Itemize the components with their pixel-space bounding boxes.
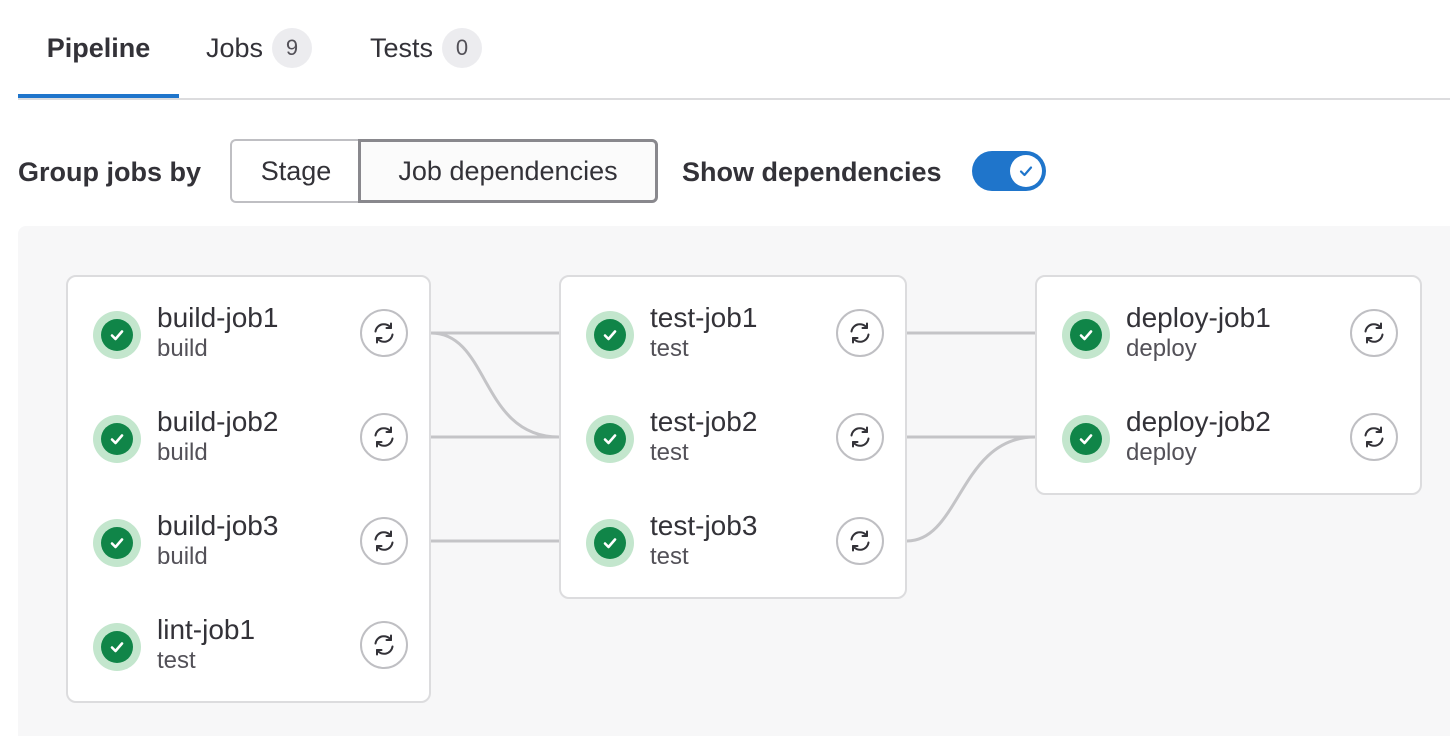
retry-icon bbox=[374, 634, 394, 656]
tab-tests[interactable]: Tests 0 bbox=[370, 0, 483, 96]
check-circle-icon bbox=[93, 415, 141, 463]
check-circle-icon bbox=[1062, 415, 1110, 463]
tab-pipeline-label: Pipeline bbox=[46, 32, 151, 63]
job-name: test-job3 bbox=[650, 510, 758, 541]
job-stage: deploy bbox=[1126, 439, 1197, 466]
retry-button[interactable] bbox=[360, 517, 408, 565]
check-circle-icon bbox=[1062, 311, 1110, 359]
check-circle-icon bbox=[586, 415, 634, 463]
job-name: lint-job1 bbox=[157, 614, 256, 645]
check-icon bbox=[1079, 434, 1093, 445]
tab-jobs[interactable]: Jobs 9 bbox=[206, 0, 313, 96]
retry-icon bbox=[374, 530, 394, 552]
group-by-stage-button[interactable]: Stage bbox=[230, 139, 360, 203]
retry-button[interactable] bbox=[360, 621, 408, 669]
check-icon bbox=[1079, 330, 1093, 341]
check-icon bbox=[603, 434, 617, 445]
check-circle-icon bbox=[93, 519, 141, 567]
job-name: build-job1 bbox=[157, 302, 279, 333]
job-stage: test bbox=[650, 543, 689, 570]
check-icon bbox=[1019, 166, 1033, 177]
status-passed-badge bbox=[1070, 423, 1102, 455]
toggle-knob bbox=[1010, 155, 1042, 187]
status-passed-badge bbox=[594, 319, 626, 351]
tab-tests-label: Tests bbox=[370, 32, 434, 63]
job-name: deploy-job1 bbox=[1126, 302, 1271, 333]
show-dependencies-label: Show dependencies bbox=[682, 157, 942, 187]
retry-icon bbox=[374, 322, 394, 344]
retry-button[interactable] bbox=[836, 309, 884, 357]
job-stage: deploy bbox=[1126, 335, 1197, 362]
check-icon bbox=[110, 642, 124, 653]
check-circle-icon bbox=[586, 311, 634, 359]
job-stage: build bbox=[157, 543, 208, 570]
retry-icon bbox=[1364, 322, 1384, 344]
tab-jobs-label: Jobs bbox=[206, 32, 264, 63]
check-icon bbox=[603, 538, 617, 549]
check-circle-icon bbox=[93, 311, 141, 359]
status-passed-badge bbox=[594, 423, 626, 455]
retry-button[interactable] bbox=[360, 309, 408, 357]
retry-button[interactable] bbox=[836, 517, 884, 565]
job-stage: test bbox=[650, 439, 689, 466]
retry-button[interactable] bbox=[1350, 413, 1398, 461]
check-icon bbox=[110, 330, 124, 341]
check-icon bbox=[110, 434, 124, 445]
retry-icon bbox=[850, 322, 870, 344]
job-stage: build bbox=[157, 439, 208, 466]
tests-count-badge: 0 bbox=[442, 28, 483, 68]
check-circle-icon bbox=[586, 519, 634, 567]
check-icon bbox=[603, 330, 617, 341]
job-name: test-job2 bbox=[650, 406, 758, 437]
job-stage: test bbox=[650, 335, 689, 362]
tab-pipeline[interactable]: Pipeline bbox=[18, 0, 179, 98]
group-by-job-dependencies-button[interactable]: Job dependencies bbox=[358, 139, 658, 203]
job-name: build-job3 bbox=[157, 510, 279, 541]
status-passed-badge bbox=[594, 527, 626, 559]
retry-button[interactable] bbox=[836, 413, 884, 461]
group-jobs-by-label: Group jobs by bbox=[18, 157, 202, 187]
job-name: build-job2 bbox=[157, 406, 279, 437]
status-passed-badge bbox=[101, 423, 133, 455]
status-passed-badge bbox=[1070, 319, 1102, 351]
job-stage: build bbox=[157, 335, 208, 362]
retry-icon bbox=[850, 530, 870, 552]
status-passed-badge bbox=[101, 319, 133, 351]
retry-icon bbox=[850, 426, 870, 448]
retry-button[interactable] bbox=[1350, 309, 1398, 357]
show-dependencies-toggle[interactable] bbox=[972, 151, 1046, 191]
check-icon bbox=[110, 538, 124, 549]
status-passed-badge bbox=[101, 631, 133, 663]
jobs-count-badge: 9 bbox=[272, 28, 313, 68]
job-name: deploy-job2 bbox=[1126, 406, 1271, 437]
pipeline-tabs: Pipeline Jobs 9 Tests 0 bbox=[18, 0, 1450, 100]
check-circle-icon bbox=[93, 623, 141, 671]
retry-button[interactable] bbox=[360, 413, 408, 461]
job-stage: test bbox=[157, 647, 196, 674]
retry-icon bbox=[1364, 426, 1384, 448]
job-name: test-job1 bbox=[650, 302, 758, 333]
status-passed-badge bbox=[101, 527, 133, 559]
retry-icon bbox=[374, 426, 394, 448]
